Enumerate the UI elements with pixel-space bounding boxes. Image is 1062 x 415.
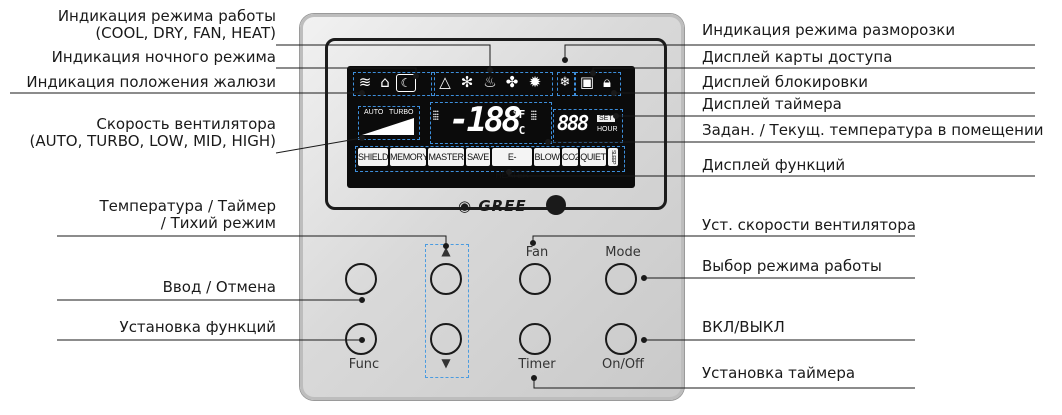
lock-icon: 🔒︎ <box>603 73 611 91</box>
on-off-label: On/Off <box>601 357 645 372</box>
enter-cancel-button[interactable] <box>345 263 377 295</box>
on-off-button[interactable] <box>605 323 637 355</box>
func-button[interactable] <box>345 323 377 355</box>
left-dots-icon: ⁞⁞⁞ <box>432 108 440 124</box>
function-chip-quiet: QUIET <box>580 148 606 166</box>
ir-receiver <box>546 195 566 215</box>
dry-icon: △ <box>439 73 451 91</box>
label-access-card: Дисплей карты доступа <box>702 48 893 66</box>
label-timer-set: Установка таймера <box>702 364 856 382</box>
label-temp-timer: Температура / Таймер / Тихий режим <box>99 198 276 232</box>
up-arrow-icon: ▲ <box>441 244 451 258</box>
right-dots-icon: ⁞⁞⁞ <box>530 108 538 124</box>
temperature-digits: -188 <box>449 100 522 140</box>
fan-auto-label: AUTO <box>364 109 384 116</box>
label-mode-select: Выбор режима работы <box>702 257 882 275</box>
function-chip-master: MASTER <box>428 148 464 166</box>
label-fan-speed: Скорость вентилятора (AUTO, TURBO, LOW, … <box>30 116 276 150</box>
timer-button[interactable] <box>519 323 551 355</box>
label-timer-display: Дисплей таймера <box>702 95 842 113</box>
label-fan-speed-line2: (AUTO, TURBO, LOW, MID, HIGH) <box>29 132 276 150</box>
unit-fahrenheit: °F <box>512 108 526 121</box>
auto-mode-icon: ✹ <box>528 73 542 91</box>
access-card-icon: ▣ <box>579 73 595 91</box>
timer-highlight <box>553 109 623 143</box>
screen-frame <box>325 38 667 210</box>
mode-label: Mode <box>605 245 641 260</box>
function-chip-memory: MEMORY <box>390 148 428 166</box>
heat-icon: ♨ <box>483 73 497 91</box>
gree-swirl-icon: ◉ <box>458 197 473 215</box>
functions-highlight <box>355 146 625 172</box>
label-mode-indication: Индикация режима работы (COOL, DRY, FAN,… <box>58 8 276 42</box>
home-icon: ⌂ <box>380 73 390 91</box>
label-function-setting: Установка функций <box>119 318 276 336</box>
defrost-icon: ❄ <box>559 75 571 90</box>
up-button[interactable] <box>430 263 462 295</box>
down-arrow-icon: ▼ <box>441 356 451 370</box>
label-function-display: Дисплей функций <box>702 156 846 174</box>
fan-label: Fan <box>525 245 549 260</box>
label-temp-timer-line2: / Тихий режим <box>160 214 276 232</box>
fan-speed-bars <box>362 118 414 135</box>
label-fan-speed-set: Уст. скорости вентилятора <box>702 216 916 234</box>
fan-button[interactable] <box>519 263 551 295</box>
timer-digits: 888 <box>557 111 589 135</box>
timer-label: Timer <box>518 357 556 372</box>
label-night-mode: Индикация ночного режима <box>51 48 276 66</box>
label-defrost: Индикация режима разморозки <box>702 21 956 39</box>
label-lock: Дисплей блокировки <box>702 73 869 91</box>
label-mode-indication-line1: Индикация режима работы <box>57 7 276 25</box>
gree-logo: ◉ GREE <box>458 197 527 215</box>
label-enter-cancel: Ввод / Отмена <box>162 278 276 296</box>
function-chip-shield: SHIELD <box>358 148 389 166</box>
set-tag: SET <box>597 115 615 122</box>
label-louver-position: Индикация положения жалюзи <box>26 73 276 91</box>
label-fan-speed-line1: Скорость вентилятора <box>96 115 276 133</box>
cool-icon: ✻ <box>460 73 474 91</box>
temp-highlight <box>430 102 552 144</box>
function-chip-e-heater: E-HEATER <box>492 148 532 180</box>
label-temp-timer-line1: Температура / Таймер <box>99 197 276 215</box>
func-label: Func <box>348 357 380 372</box>
function-chip-sleep: SLEEP <box>608 148 618 166</box>
function-chip-co2: CO2 <box>562 148 580 166</box>
function-chip-save: SAVE <box>466 148 490 166</box>
defrost-highlight <box>557 72 575 96</box>
label-mode-indication-line2: (COOL, DRY, FAN, HEAT) <box>95 24 276 42</box>
fan-turbo-label: TURBO <box>389 109 414 116</box>
unit-celsius: °C <box>512 124 526 137</box>
louver-icon: ≋ <box>358 73 372 91</box>
mode-button[interactable] <box>605 263 637 295</box>
down-button[interactable] <box>430 323 462 355</box>
fan-speed-highlight <box>358 106 420 140</box>
hour-tag: HOUR <box>597 126 618 133</box>
function-chip-blow: BLOW <box>534 148 560 166</box>
fan-mode-icon: ✤ <box>505 73 519 91</box>
label-on-off: ВКЛ/ВЫКЛ <box>702 318 785 336</box>
night-mode-icon: ☾ <box>396 74 416 92</box>
label-room-temp: Задан. / Текущ. температура в помещении <box>702 121 1044 139</box>
gree-brand-text: GREE <box>478 197 527 215</box>
